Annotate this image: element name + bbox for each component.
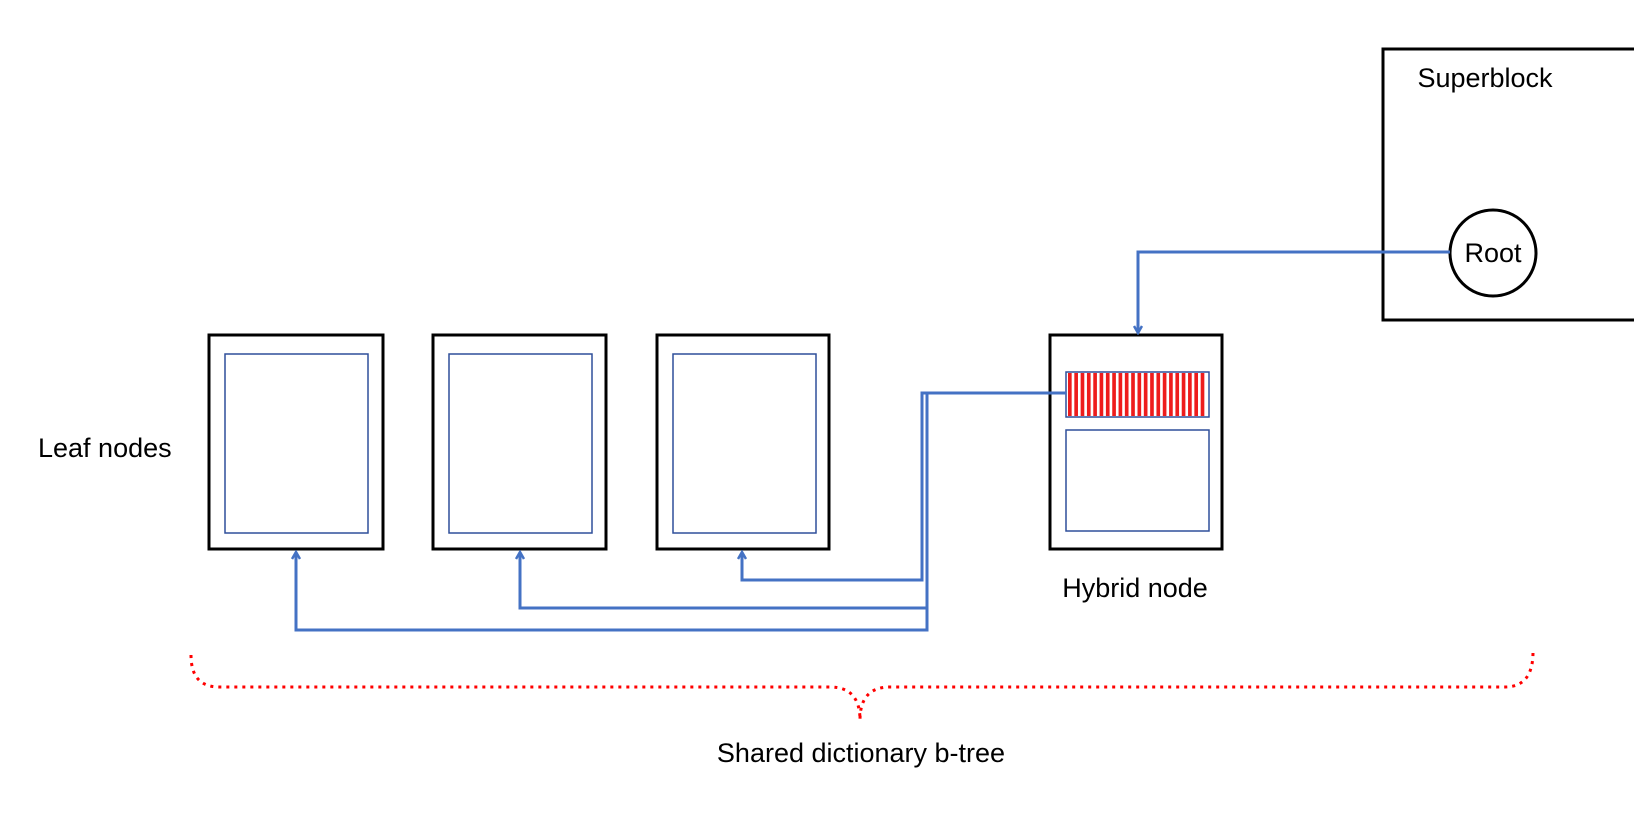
root-pointer-arrow — [1138, 250, 1450, 333]
leaf-node-box — [431, 333, 608, 551]
shared-dictionary-label: Shared dictionary b-tree — [717, 738, 1005, 768]
leaf-node-content — [448, 353, 593, 534]
hybrid-node-label: Hybrid node — [1062, 573, 1208, 603]
dictionary-stripe — [1105, 373, 1110, 416]
superblock-label: Superblock — [1417, 63, 1553, 93]
dictionary-pointer-arrow — [742, 391, 1066, 582]
dictionary-stripe — [1137, 373, 1142, 416]
dictionary-stripe — [1074, 373, 1078, 416]
dictionary-stripe — [1080, 373, 1085, 416]
dictionary-stripe — [1169, 373, 1173, 416]
dictionary-stripe — [1200, 373, 1205, 416]
dictionary-stripe — [1150, 373, 1154, 416]
dictionary-stripe — [1181, 373, 1186, 416]
dictionary-stripe — [1086, 373, 1091, 416]
dictionary-stripe — [1175, 373, 1180, 416]
dictionary-stripe — [1188, 373, 1192, 416]
leaf-node-box — [207, 333, 385, 551]
superblock: Superblock Root — [1381, 47, 1634, 322]
dictionary-stripe — [1156, 373, 1161, 416]
dictionary-stripe — [1093, 373, 1097, 416]
leaf-node-content — [672, 353, 817, 534]
leaf-node — [655, 333, 831, 551]
dictionary-stripe — [1124, 373, 1129, 416]
hybrid-node-content — [1065, 429, 1210, 532]
leaf-node-box — [655, 333, 831, 551]
leaf-nodes-label: Leaf nodes — [38, 433, 172, 463]
leaf-node — [431, 333, 608, 551]
dictionary-stripe — [1118, 373, 1123, 416]
dictionary-stripe — [1068, 373, 1072, 416]
root-label: Root — [1464, 238, 1522, 268]
shared-dictionary-brace — [189, 651, 1535, 721]
dictionary-stripe — [1162, 373, 1167, 416]
leaf-node — [207, 333, 385, 551]
dictionary-stripes — [1068, 373, 1205, 416]
leaf-node-content — [224, 353, 369, 534]
hybrid-node — [1048, 333, 1224, 551]
dictionary-stripe — [1143, 373, 1148, 416]
dictionary-pointer-arrow — [296, 393, 929, 632]
dictionary-stripe — [1099, 373, 1104, 416]
dictionary-stripe — [1112, 373, 1116, 416]
dictionary-stripe — [1131, 373, 1135, 416]
hybrid-node-box — [1048, 333, 1224, 551]
dictionary-stripe — [1194, 373, 1199, 416]
